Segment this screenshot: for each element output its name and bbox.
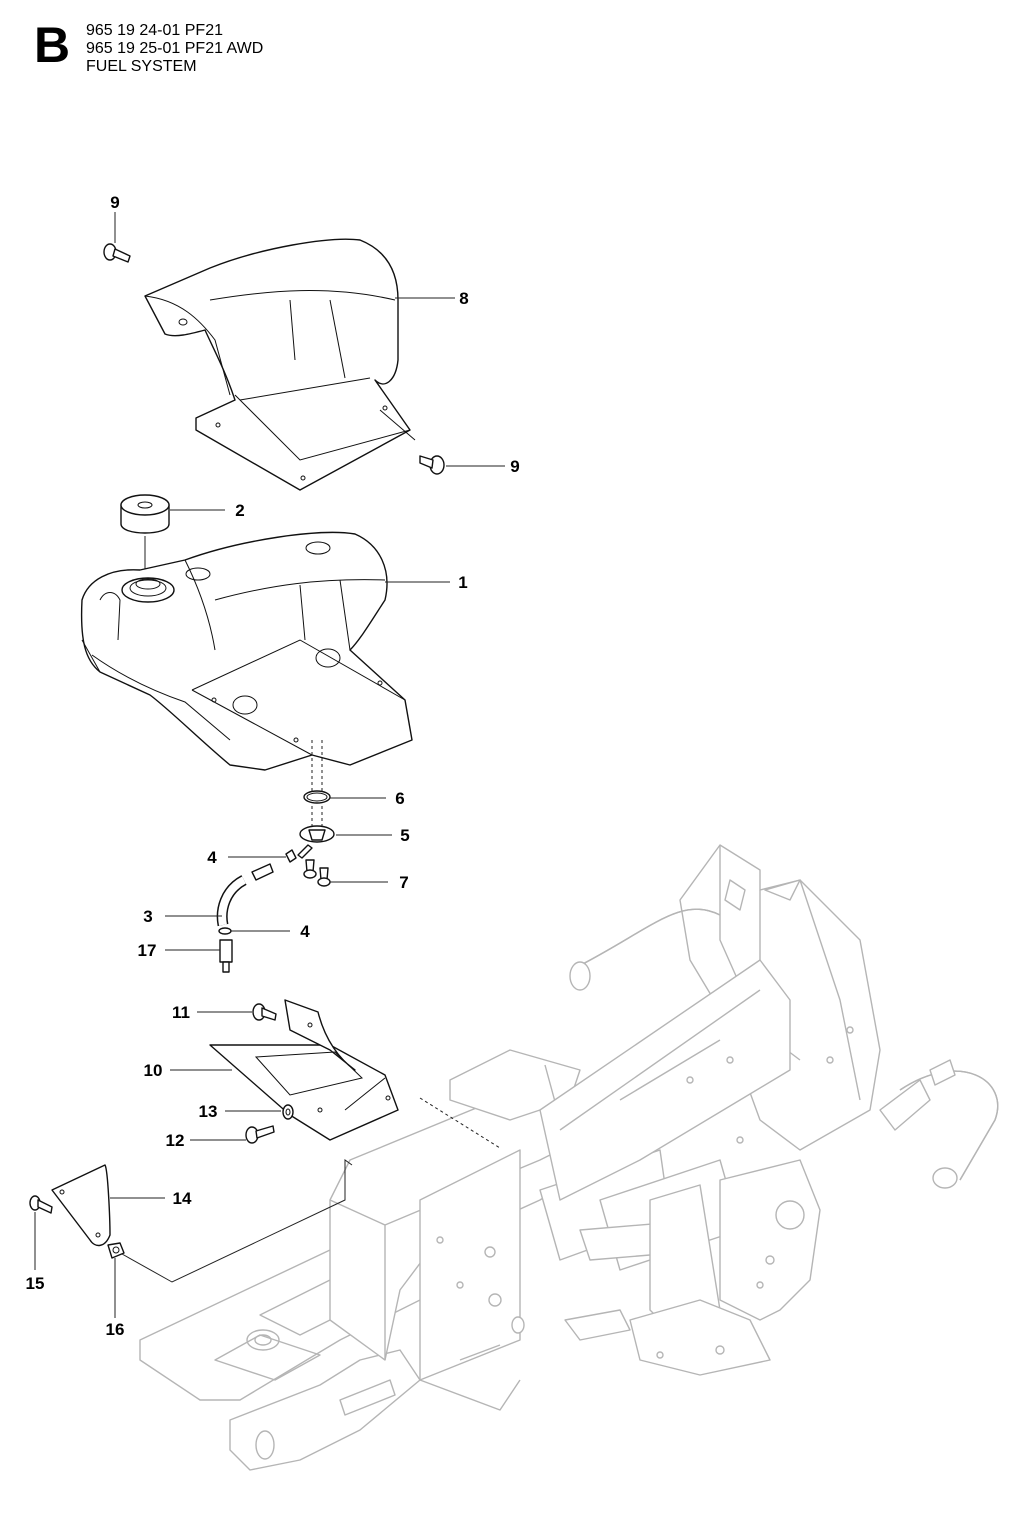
callout-16: 16	[106, 1320, 125, 1339]
section-letter: B	[34, 17, 71, 73]
leader-lines	[34, 212, 505, 1318]
model-number-1: 965 19 24-01 PF21	[86, 22, 223, 39]
callout-4-upper: 4	[207, 848, 217, 867]
part-11-screw	[252, 1003, 277, 1021]
callout-3: 3	[143, 907, 152, 926]
tractor-frame	[139, 844, 999, 1471]
part-14-cover-plate	[51, 1164, 111, 1247]
callout-9-bottom: 9	[510, 457, 519, 476]
part-1-fuel-tank	[80, 531, 413, 771]
part-6-o-ring	[303, 790, 331, 804]
callout-10: 10	[144, 1061, 163, 1080]
callout-2: 2	[235, 501, 244, 520]
part-16-nut	[107, 1242, 125, 1259]
callout-11: 11	[172, 1003, 190, 1022]
diagram-title: FUEL SYSTEM	[86, 58, 197, 75]
part-5-outlet-flange	[297, 825, 335, 859]
part-2-fuel-cap	[120, 494, 170, 575]
callout-17: 17	[138, 941, 157, 960]
part-17-fuel-filter	[219, 939, 233, 973]
part-8-tank-cover	[144, 238, 416, 491]
part-4-hose-clamp-upper	[285, 849, 297, 863]
part-3-fuel-hose	[216, 863, 274, 927]
callout-8: 8	[459, 289, 468, 308]
part-9-screw-bottom	[419, 455, 445, 475]
part-4-hose-clamp-lower	[218, 927, 232, 935]
callout-6: 6	[395, 789, 404, 808]
part-7-screws	[303, 859, 331, 887]
callout-13: 13	[199, 1102, 218, 1121]
part-15-screw	[29, 1195, 53, 1214]
callout-7: 7	[399, 873, 408, 892]
callout-9-top: 9	[110, 193, 119, 212]
callout-1: 1	[458, 573, 467, 592]
callout-5: 5	[400, 826, 409, 845]
callout-14: 14	[173, 1189, 192, 1208]
callout-4-lower: 4	[300, 922, 310, 941]
part-13-washer	[282, 1104, 294, 1120]
callout-labels: 9 8 9 2 1 6 5 4 7 3 4 17 11 10 13 12 14 …	[26, 193, 520, 1339]
callout-15: 15	[26, 1274, 45, 1293]
part-10-tank-bracket	[209, 999, 399, 1141]
callout-12: 12	[166, 1131, 185, 1150]
model-number-2: 965 19 25-01 PF21 AWD	[86, 40, 264, 57]
part-12-screw	[245, 1125, 275, 1144]
part-9-screw-top	[103, 243, 131, 263]
